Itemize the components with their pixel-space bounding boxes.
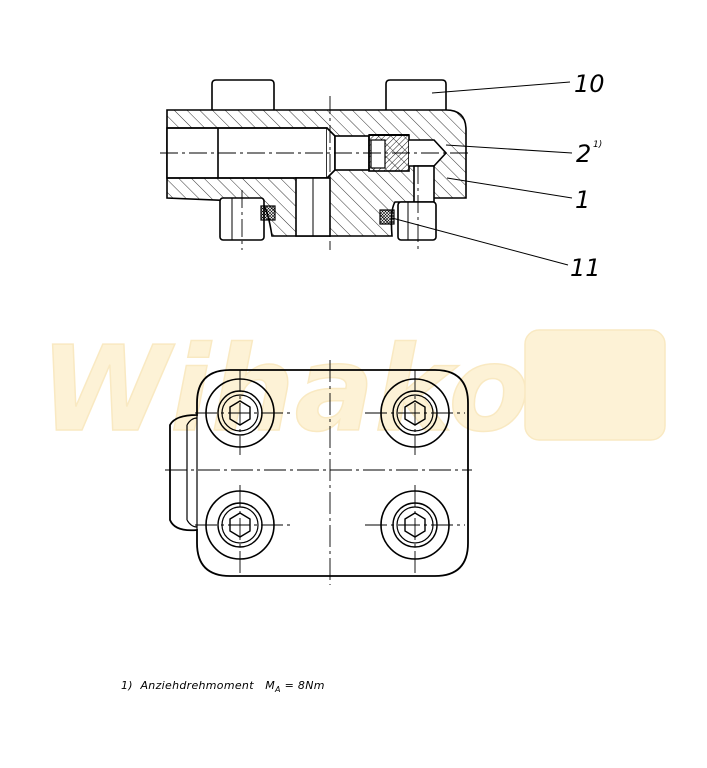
bolt-top-right <box>380 378 450 448</box>
section-view <box>160 79 573 266</box>
bolt-bottom-right-top-view <box>380 490 450 560</box>
callout-1: 1 <box>575 186 590 214</box>
callout-10: 10 <box>574 70 605 98</box>
footnote-subscript: A <box>275 685 281 695</box>
o-ring-right-item-11 <box>379 209 395 225</box>
callout-2-superscript: 1) <box>593 140 602 150</box>
callout-2: 2 <box>576 140 591 168</box>
footnote-text: Anziehdrehmoment <box>140 679 254 692</box>
bolt-bottom-left-top-view <box>205 490 275 560</box>
watermark-logo-box <box>524 329 666 441</box>
footnote-marker: 1) <box>121 679 133 692</box>
callout-11: 11 <box>570 254 601 282</box>
footnote: 1) Anziehdrehmoment MA = 8Nm <box>121 679 325 694</box>
bolt-top-left <box>205 378 275 448</box>
footnote-symbol: M <box>265 679 275 692</box>
footnote-value: = 8Nm <box>284 679 325 692</box>
callouts: 10 2 1) 1 11 <box>570 70 605 282</box>
watermark: Wihako <box>39 319 666 459</box>
screw-head-top-right <box>385 79 447 110</box>
o-ring-left <box>260 205 276 221</box>
screw-head-top-left <box>211 79 275 110</box>
watermark-text: Wihako <box>40 320 530 458</box>
channel-right <box>413 165 435 203</box>
